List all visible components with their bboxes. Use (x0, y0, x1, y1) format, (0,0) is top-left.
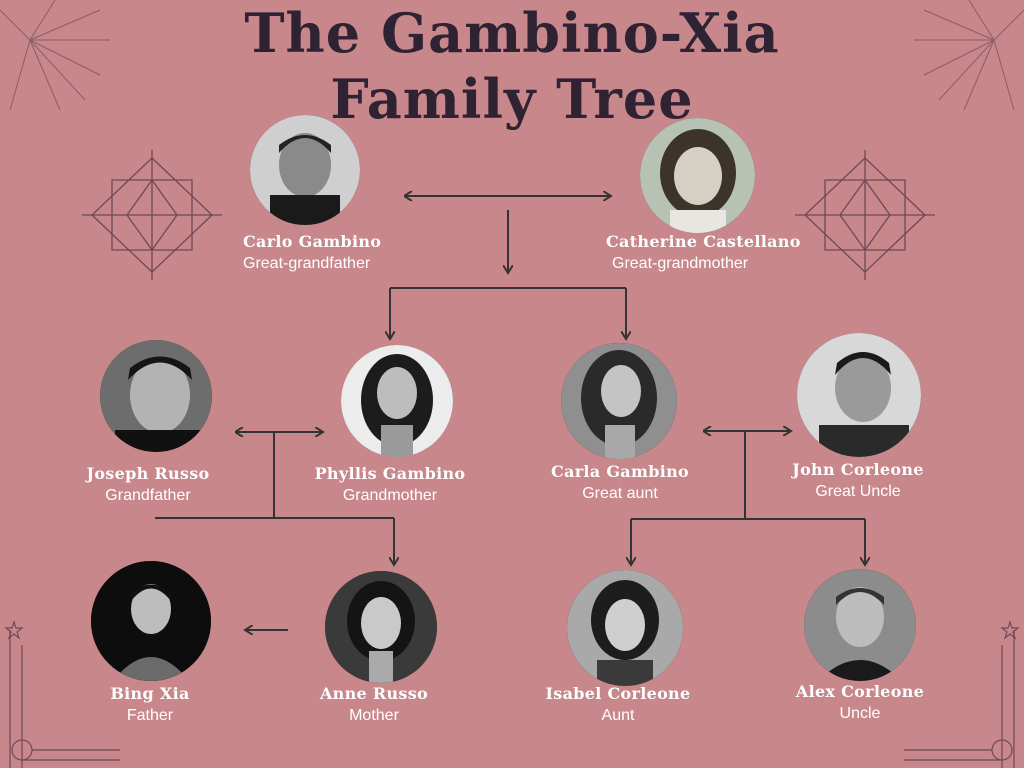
person-carlo-gambino: Carlo Gambino Great-grandfather (217, 232, 443, 273)
person-name: Alex Corleone (795, 682, 925, 701)
person-role: Grandfather (105, 487, 191, 504)
person-isabel-corleone: Isabel Corleone Aunt (518, 684, 718, 725)
person-john-corleone: John Corleone Great Uncle (758, 460, 958, 501)
person-name: John Corleone (792, 460, 924, 479)
person-alex-corleone: Alex Corleone Uncle (760, 682, 960, 723)
page-title-line-1: The Gambino-Xia (244, 1, 780, 65)
corner-ornament-bottom-right-icon (904, 620, 1020, 768)
person-role: Uncle (839, 705, 881, 722)
person-name: Isabel Corleone (545, 684, 691, 703)
portrait-alex-corleone (804, 569, 916, 681)
person-role: Great-grandmother (612, 255, 749, 272)
portrait-bing-xia (91, 561, 211, 681)
person-anne-russo: Anne Russo Mother (274, 684, 474, 725)
portrait-carla-gambino (561, 343, 677, 459)
person-joseph-russo: Joseph Russo Grandfather (48, 464, 248, 505)
portrait-isabel-corleone (567, 570, 683, 686)
person-role: Mother (349, 707, 399, 724)
person-name: Phyllis Gambino (314, 464, 466, 483)
portrait-phyllis-gambino (341, 345, 453, 457)
person-name: Carla Gambino (551, 462, 689, 481)
person-role: Great-grandfather (243, 255, 371, 272)
person-role: Great Uncle (815, 483, 901, 500)
portrait-anne-russo (325, 571, 437, 683)
person-role: Grandmother (342, 487, 438, 504)
portrait-catherine-castellano (640, 118, 755, 233)
portrait-carlo-gambino (250, 115, 360, 225)
person-name: Carlo Gambino (243, 232, 382, 251)
person-carla-gambino: Carla Gambino Great aunt (520, 462, 720, 503)
person-role: Great aunt (582, 485, 658, 502)
sunburst-decoration-left-icon (0, 0, 110, 111)
page-title-line-2: Family Tree (330, 67, 694, 131)
person-name: Bing Xia (110, 684, 190, 703)
person-role: Father (126, 707, 174, 724)
person-bing-xia: Bing Xia Father (50, 684, 250, 725)
star-diamond-right-icon (795, 150, 935, 280)
person-name: Anne Russo (319, 684, 429, 703)
person-name: Joseph Russo (86, 464, 210, 483)
person-catherine-castellano: Catherine Castellano Great-grandmother (606, 232, 816, 273)
person-role: Aunt (601, 707, 635, 724)
person-name: Catherine Castellano (606, 232, 801, 251)
person-phyllis-gambino: Phyllis Gambino Grandmother (290, 464, 490, 505)
portrait-john-corleone (797, 333, 921, 457)
corner-ornament-bottom-left-icon (4, 620, 120, 768)
star-diamond-left-icon (82, 150, 222, 280)
sunburst-decoration-right-icon (914, 0, 1024, 111)
portrait-joseph-russo (100, 340, 212, 452)
